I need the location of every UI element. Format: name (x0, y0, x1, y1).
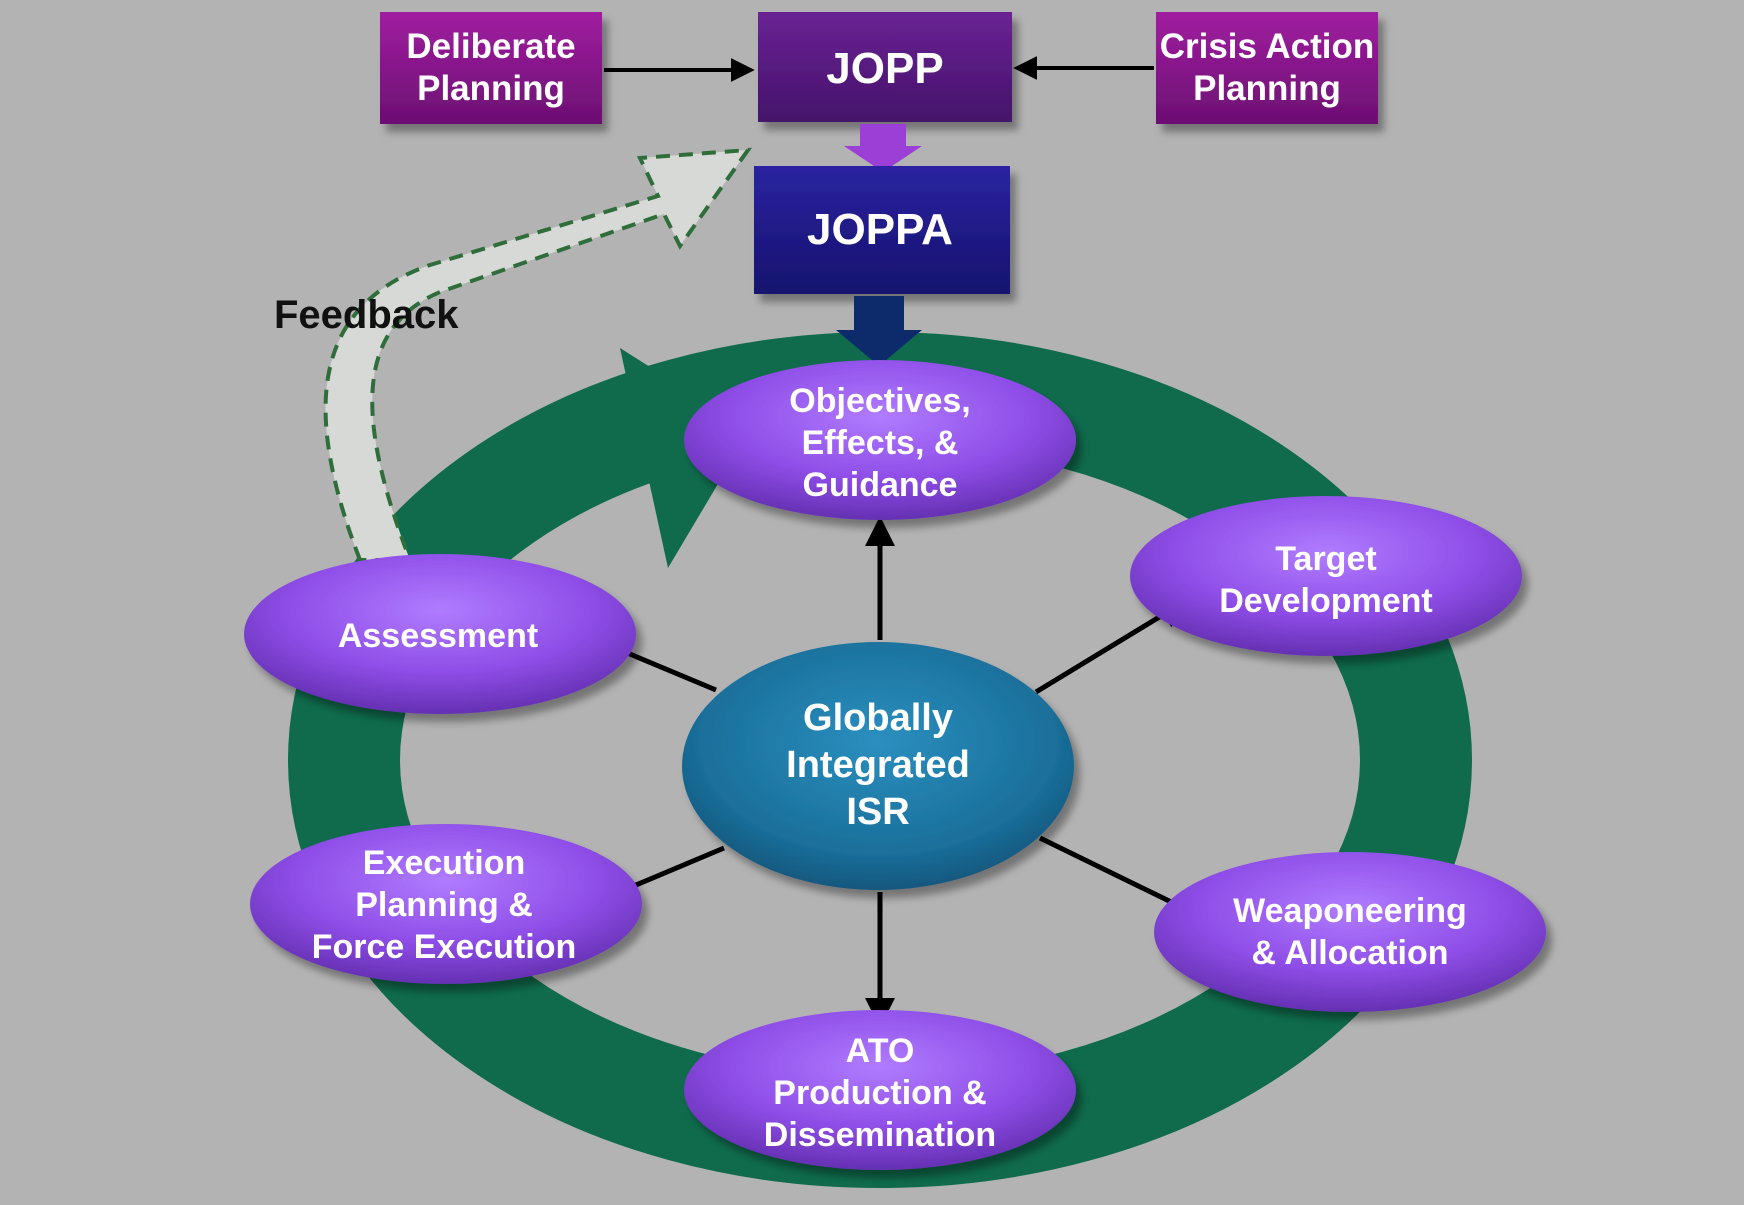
feedback-arrow (323, 147, 753, 562)
deliberate-planning-line-1: Deliberate (406, 27, 575, 66)
arrow-jopp-to-joppa (844, 124, 922, 172)
execution-line-3: Force Execution (312, 928, 577, 966)
target-development-line-2: Development (1219, 582, 1433, 620)
phase-target-development (1130, 496, 1522, 656)
crisis-action-planning-line-2: Planning (1193, 69, 1341, 108)
objectives-line-3: Guidance (803, 466, 958, 504)
center-line-1: Globally (803, 697, 953, 739)
deliberate-planning-line-2: Planning (417, 69, 565, 108)
phase-assessment (244, 554, 636, 714)
deliberate-planning-box (380, 12, 602, 124)
center-globally-integrated-isr (682, 642, 1074, 890)
feedback-label: Feedback (274, 293, 459, 337)
ato-line-3: Dissemination (764, 1116, 996, 1154)
assessment-label: Assessment (338, 617, 538, 655)
crisis-action-planning-line-1: Crisis Action (1160, 27, 1375, 66)
center-line-3: ISR (846, 791, 909, 833)
cycle-arrowhead (620, 348, 750, 568)
jopp-label: JOPP (826, 44, 943, 93)
execution-line-2: Planning & (355, 886, 533, 924)
ato-line-1: ATO (846, 1032, 915, 1070)
execution-line-1: Execution (363, 844, 525, 882)
ato-line-2: Production & (773, 1074, 986, 1112)
phase-ato (684, 1010, 1076, 1170)
objectives-line-1: Objectives, (789, 382, 970, 420)
phase-objectives (684, 360, 1076, 520)
phase-execution (250, 824, 642, 984)
objectives-line-2: Effects, & (802, 424, 959, 462)
weaponeering-line-1: Weaponeering (1233, 892, 1467, 930)
jopp-box (758, 12, 1012, 122)
center-line-2: Integrated (786, 744, 970, 786)
arrow-joppa-to-objectives (836, 296, 922, 366)
phase-weaponeering (1154, 852, 1546, 1012)
crisis-action-planning-box (1156, 12, 1378, 124)
joppa-label: JOPPA (807, 205, 953, 254)
target-development-line-1: Target (1275, 540, 1376, 578)
weaponeering-line-2: & Allocation (1251, 934, 1448, 972)
joppa-box (754, 166, 1010, 294)
